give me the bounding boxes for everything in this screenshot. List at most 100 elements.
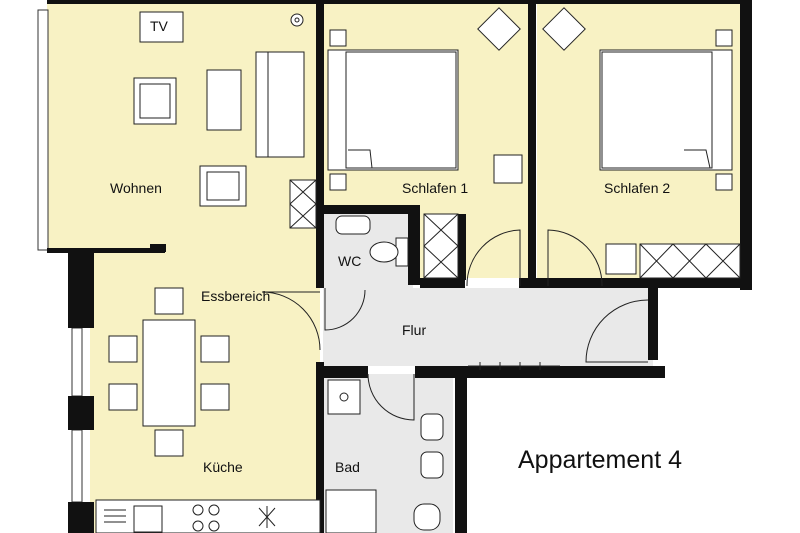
bed-fold: [348, 149, 373, 169]
armchair-seat: [206, 171, 240, 201]
wall: [415, 366, 467, 378]
wall: [536, 278, 548, 288]
wc-fixtures: [335, 215, 409, 267]
wall: [47, 248, 165, 253]
desk: [493, 154, 523, 184]
room-label-wc: WC: [338, 253, 362, 269]
stove-burner: [192, 520, 204, 532]
shower-tray: [327, 379, 361, 415]
wall: [68, 396, 94, 430]
wall: [68, 502, 94, 533]
tv: [139, 11, 184, 43]
nightstand: [715, 173, 733, 191]
sofa-back: [255, 51, 269, 158]
door-bedroom-1: [466, 229, 521, 287]
chair: [200, 335, 230, 363]
hallway-fixtures: [468, 362, 560, 370]
nightstand: [715, 29, 733, 47]
bedroom-1-furniture: [327, 7, 523, 279]
bathroom-fixtures: [325, 379, 444, 533]
wall: [528, 0, 536, 280]
chair: [108, 383, 138, 411]
room-label-schlafen-1: Schlafen 1: [402, 180, 469, 196]
walls: [47, 0, 752, 533]
stove-burner: [192, 504, 204, 516]
hallway-floor: [323, 288, 653, 366]
armchair-seat: [139, 83, 171, 119]
kitchen-window-lower: [71, 429, 83, 503]
bedroom-2-furniture: [542, 7, 741, 279]
wall: [316, 362, 324, 372]
wall: [316, 0, 324, 212]
washbasin: [420, 413, 444, 441]
shelf: [289, 179, 317, 229]
room-label-essbereich: Essbereich: [201, 288, 271, 304]
wall: [455, 366, 665, 378]
room-label-wohnen: Wohnen: [110, 180, 162, 196]
desk: [605, 243, 637, 275]
wardrobe: [423, 213, 459, 279]
room-label-tv: TV: [150, 18, 168, 34]
kitchen-sink: [133, 505, 163, 533]
doors: [261, 229, 649, 421]
wall: [316, 212, 324, 288]
wall: [519, 278, 536, 288]
room-label-kueche: Küche: [203, 459, 243, 475]
door-wc: [324, 288, 366, 331]
dining-table: [142, 319, 196, 427]
armchair: [477, 7, 521, 51]
wall: [420, 278, 465, 288]
wall: [536, 278, 752, 288]
stove-burner: [208, 504, 220, 516]
living-window: [37, 9, 49, 251]
living-room-furniture: [133, 11, 317, 229]
door-bathroom: [367, 373, 415, 421]
shelf-cross: [289, 179, 317, 229]
wc-sink: [335, 215, 371, 235]
wall: [316, 205, 416, 214]
wardrobe-cross: [423, 213, 459, 279]
dish-rack: [104, 509, 126, 523]
floor-lamp-inner: [294, 17, 300, 23]
kitchen-window-upper: [71, 327, 83, 397]
wall: [455, 366, 467, 533]
wall: [68, 250, 94, 328]
wall: [316, 366, 324, 533]
bed-mattress: [601, 51, 713, 169]
chair: [154, 287, 184, 315]
chair: [154, 429, 184, 457]
room-label-bad: Bad: [335, 459, 360, 475]
wall: [316, 366, 368, 378]
door-dining: [261, 291, 321, 351]
bed-fold: [684, 149, 711, 169]
wall: [408, 205, 420, 285]
stove-burner: [208, 520, 220, 532]
bathtub: [325, 489, 377, 533]
kitchen-counter: [95, 499, 321, 533]
nightstand: [329, 173, 347, 191]
fridge-symbol: [258, 506, 276, 528]
shower-drain: [339, 392, 349, 402]
nightstand: [329, 29, 347, 47]
chair: [108, 335, 138, 363]
coffee-table: [206, 69, 242, 131]
washbasin: [420, 451, 444, 479]
toilet: [369, 241, 399, 263]
coat-rack: [468, 362, 560, 370]
dining-kitchen-furniture: [95, 287, 321, 533]
chair: [200, 383, 230, 411]
wall: [458, 214, 466, 280]
armchair: [542, 7, 586, 51]
wall: [323, 0, 743, 4]
toilet: [413, 503, 441, 531]
room-label-schlafen-2: Schlafen 2: [604, 180, 671, 196]
room-label-flur: Flur: [402, 322, 427, 338]
wall: [648, 288, 658, 360]
wardrobe-cross: [639, 243, 741, 279]
door-bedroom-2: [547, 229, 603, 287]
bed-mattress: [345, 51, 457, 169]
door-entrance: [585, 299, 649, 363]
apartment-title: Appartement 4: [518, 446, 682, 474]
wall: [740, 0, 752, 290]
